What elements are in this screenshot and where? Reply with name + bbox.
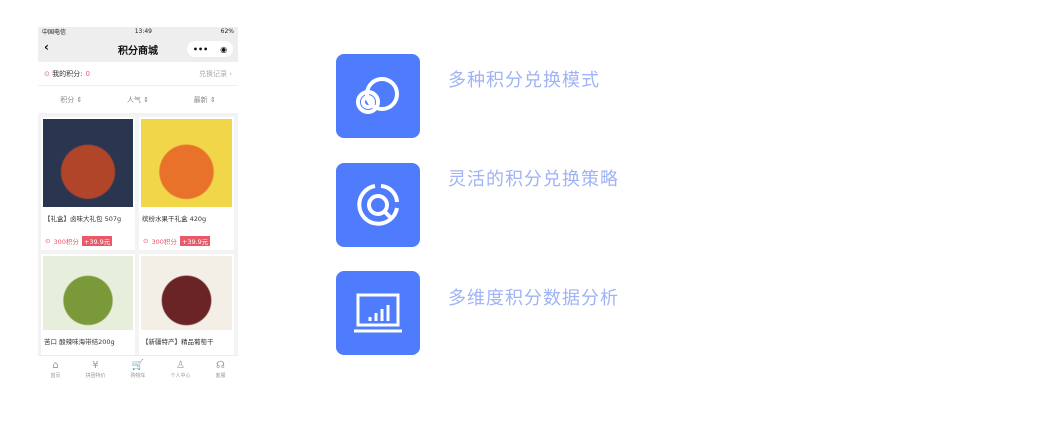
- feature-title: 多维度积分数据分析: [448, 288, 619, 309]
- home-icon: ⌂: [52, 360, 59, 371]
- product-price: ⊙300积分+39.9元: [143, 236, 211, 246]
- product-cash: +39.9元: [81, 236, 113, 246]
- feature-title: 多种积分兑换模式: [448, 70, 600, 91]
- back-icon[interactable]: ‹: [44, 40, 49, 54]
- points-icon: ⊙: [44, 69, 50, 78]
- product-points: 300积分: [151, 238, 177, 246]
- tab-3[interactable]: ♙ 个人中心: [170, 360, 190, 379]
- more-icon[interactable]: •••: [192, 44, 209, 54]
- sort-newest[interactable]: 最新 ⇕: [193, 95, 216, 104]
- circles-icon: [336, 54, 420, 138]
- tab-1[interactable]: ¥ 拼团特价: [85, 360, 105, 379]
- sort-bar: 积分 ⇕ 人气 ⇕ 最新 ⇕: [38, 86, 238, 113]
- points-icon: ⊙: [143, 237, 149, 245]
- tab-label: 客服: [215, 373, 226, 379]
- points-icon: ⊙: [45, 237, 51, 245]
- page-title: 积分商城: [118, 45, 158, 57]
- product-image[interactable]: [43, 256, 133, 330]
- product-name: 缤纷水果干礼盒 420g: [142, 215, 207, 223]
- tab-bar: ⌂ 首页 ¥ 拼团特价 🛒 购物车 ♙ 个人中心 ☊ 客服: [38, 355, 238, 383]
- my-points-row: ⊙ 我的积分:0 兑换记录 ›: [38, 62, 238, 86]
- battery: 62%: [220, 28, 234, 35]
- exchange-record-link[interactable]: 兑换记录 ›: [198, 69, 232, 78]
- tab-label: 拼团特价: [85, 373, 106, 379]
- product-price: ⊙300积分+39.9元: [45, 236, 113, 246]
- tab-label: 个人中心: [170, 373, 191, 379]
- close-target-icon[interactable]: ◉: [220, 44, 228, 54]
- tab-label: 首页: [50, 373, 61, 379]
- points-value: 0: [85, 69, 90, 78]
- carrier: 中国电信: [42, 29, 67, 36]
- product-image[interactable]: [141, 256, 232, 330]
- tab-label: 购物车: [130, 373, 146, 379]
- product-grid: 【礼盒】卤味大礼包 507g⊙300积分+39.9元缤纷水果干礼盒 420g⊙3…: [41, 117, 235, 383]
- sort-points[interactable]: 积分 ⇕: [60, 95, 83, 104]
- tab-0[interactable]: ⌂ 首页: [50, 360, 60, 379]
- product-cash: +39.9元: [179, 236, 211, 246]
- headset-icon: ☊: [216, 360, 225, 371]
- product-name: 苦口 酸辣味海带结200g: [44, 338, 115, 346]
- product-points: 300积分: [53, 238, 79, 246]
- product-card[interactable]: 缤纷水果干礼盒 420g ⊙300积分+39.9元: [139, 117, 234, 250]
- product-image[interactable]: [141, 119, 232, 207]
- product-image[interactable]: [43, 119, 133, 207]
- nav-bar: ‹ 积分商城 ••• ◉: [38, 36, 238, 62]
- feature-title: 灵活的积分兑换策略: [448, 169, 619, 190]
- pie-chart-icon: [336, 163, 420, 247]
- product-name: 【新疆特产】精品葡萄干: [142, 338, 214, 346]
- phone-mockup: 中国电信 13:49 62% ‹ 积分商城 ••• ◉ ⊙ 我的积分:0 兑换记…: [38, 27, 238, 383]
- product-name: 【礼盒】卤味大礼包 507g: [44, 215, 122, 223]
- points-label: 我的积分:: [52, 69, 83, 78]
- tab-2[interactable]: 🛒 购物车: [130, 360, 145, 379]
- time: 13:49: [134, 28, 152, 35]
- status-bar: 中国电信 13:49 62%: [38, 27, 238, 36]
- sort-popularity[interactable]: 人气 ⇕: [126, 95, 150, 104]
- cart-icon: 🛒: [131, 360, 145, 371]
- capsule-menu: ••• ◉: [187, 41, 233, 57]
- bar-chart-monitor-icon: [336, 271, 420, 355]
- product-card[interactable]: 【礼盒】卤味大礼包 507g ⊙300积分+39.9元: [41, 117, 135, 250]
- yen-icon: ¥: [92, 360, 99, 371]
- tab-4[interactable]: ☊ 客服: [215, 360, 225, 379]
- user-icon: ♙: [176, 360, 185, 371]
